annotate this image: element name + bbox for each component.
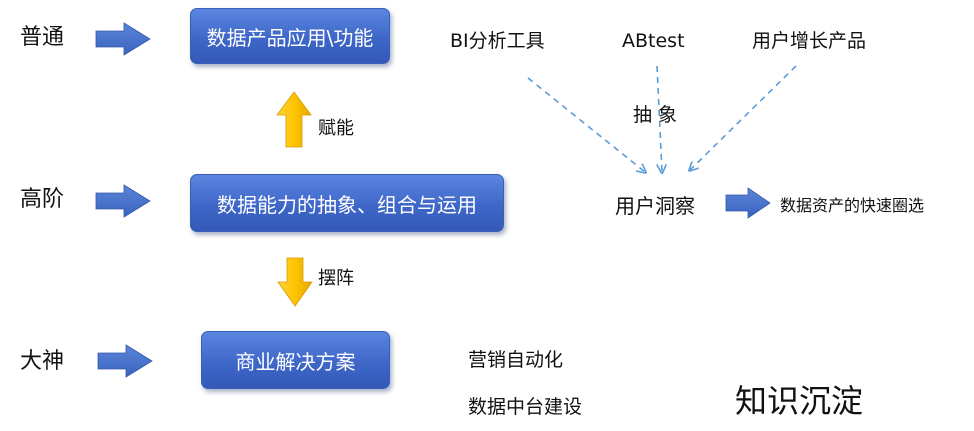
box-data-capability-abstraction: 数据能力的抽象、组合与运用: [190, 174, 504, 232]
box-data-product-features-label: 数据产品应用\功能: [206, 25, 374, 50]
box-business-solutions: 商业解决方案: [201, 331, 390, 389]
box-business-solutions-label: 商业解决方案: [235, 349, 356, 374]
tool-abtest: ABtest: [622, 30, 685, 52]
tool-user-growth: 用户增长产品: [752, 30, 867, 52]
arrow-down-arrange: [277, 257, 313, 307]
arrow-right-master: [97, 344, 153, 378]
solution-marketing-automation: 营销自动化: [468, 349, 564, 371]
arrow-right-advanced: [95, 184, 151, 218]
arrow-right-insight: [725, 187, 771, 219]
label-abstraction: 抽 象: [633, 104, 678, 126]
level-advanced: 高阶: [20, 187, 65, 212]
dashed-arrow-growth: [690, 65, 797, 170]
knowledge-accumulation: 知识沉淀: [735, 382, 864, 420]
level-normal: 普通: [20, 25, 65, 50]
dashed-arrow-bi: [527, 77, 645, 172]
level-master: 大神: [20, 349, 65, 374]
user-insight: 用户洞察: [615, 194, 695, 218]
dashed-arrow-abtest: [656, 65, 662, 172]
box-data-product-features: 数据产品应用\功能: [190, 8, 390, 64]
solution-data-platform: 数据中台建设: [468, 396, 583, 418]
arrow-up-empower: [276, 91, 312, 148]
label-empower: 赋能: [318, 118, 354, 139]
tool-bi-analysis: BI分析工具: [450, 30, 545, 52]
fast-asset-selection: 数据资产的快速圈选: [780, 196, 925, 215]
box-data-capability-abstraction-label: 数据能力的抽象、组合与运用: [217, 192, 477, 217]
label-arrange: 摆阵: [318, 268, 354, 289]
arrow-right-normal: [95, 22, 151, 56]
